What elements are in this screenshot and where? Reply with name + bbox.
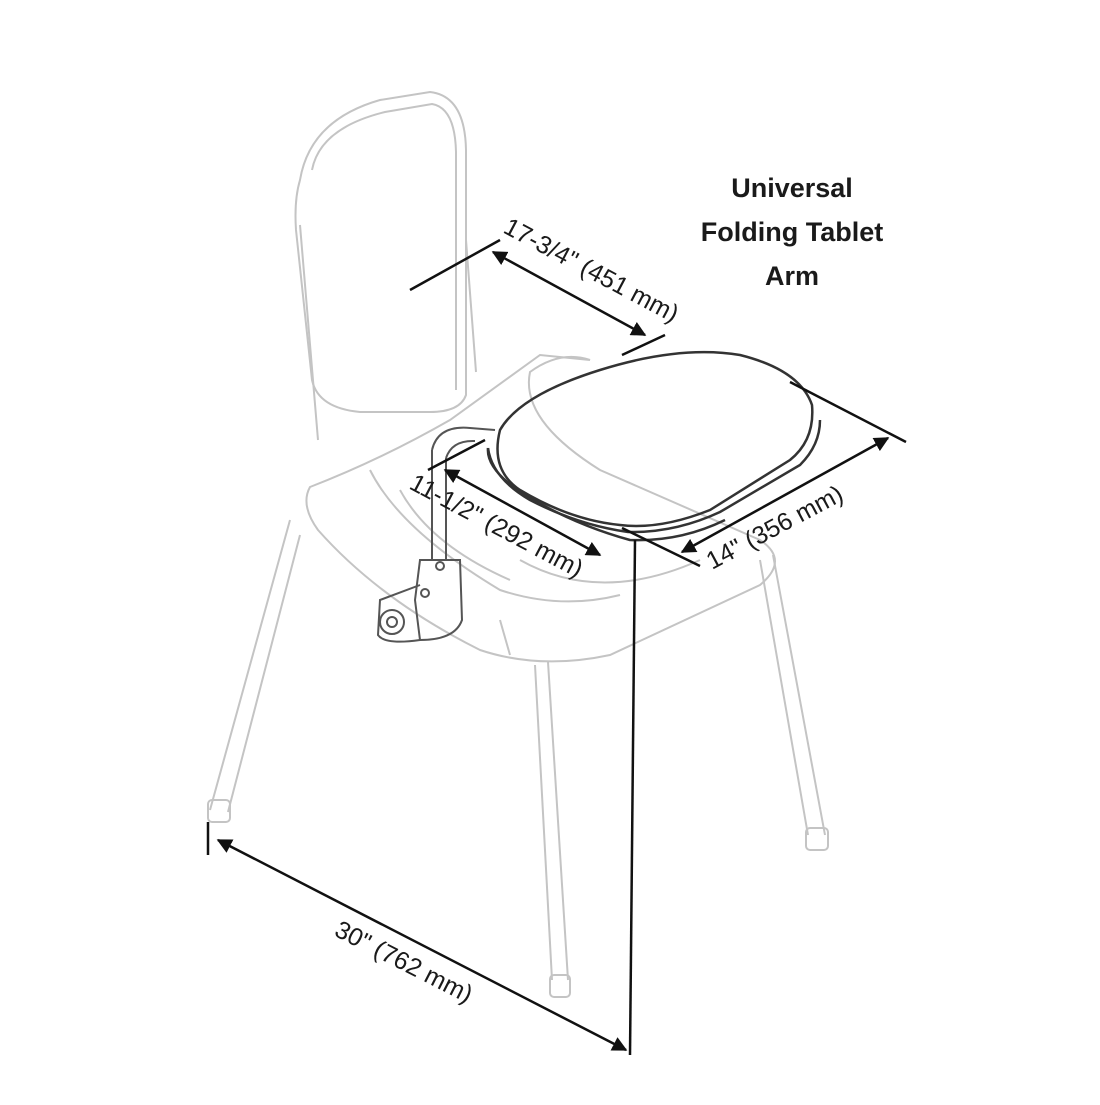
offset-arrow (443, 468, 602, 557)
depth-extension-left (409, 238, 501, 292)
title-line-2: Folding Tablet (700, 217, 884, 247)
chair-backrest (294, 90, 467, 413)
chair-leg-front-left (209, 519, 301, 813)
diagram-title: Universal Folding Tablet Arm (652, 166, 932, 298)
width-extension-right (789, 380, 907, 444)
chair-leg-back-right (759, 554, 826, 836)
height-arrow (216, 838, 628, 1052)
offset-extension-left (427, 438, 486, 472)
title-line-3: Arm (764, 261, 819, 291)
depth-arrow (491, 250, 647, 337)
chair-seat (305, 353, 776, 663)
dimension-lines (206, 238, 907, 1056)
width-arrow (680, 436, 890, 554)
depth-extension-right (621, 333, 666, 357)
height-extension-top (628, 539, 637, 1056)
tablet-surface (486, 350, 822, 542)
title-line-1: Universal (731, 173, 853, 203)
chair-leg-back-left (499, 619, 511, 656)
chair-leg-front-right (534, 661, 569, 981)
chair-back-frame (299, 224, 477, 441)
offset-extension-right (621, 526, 701, 568)
